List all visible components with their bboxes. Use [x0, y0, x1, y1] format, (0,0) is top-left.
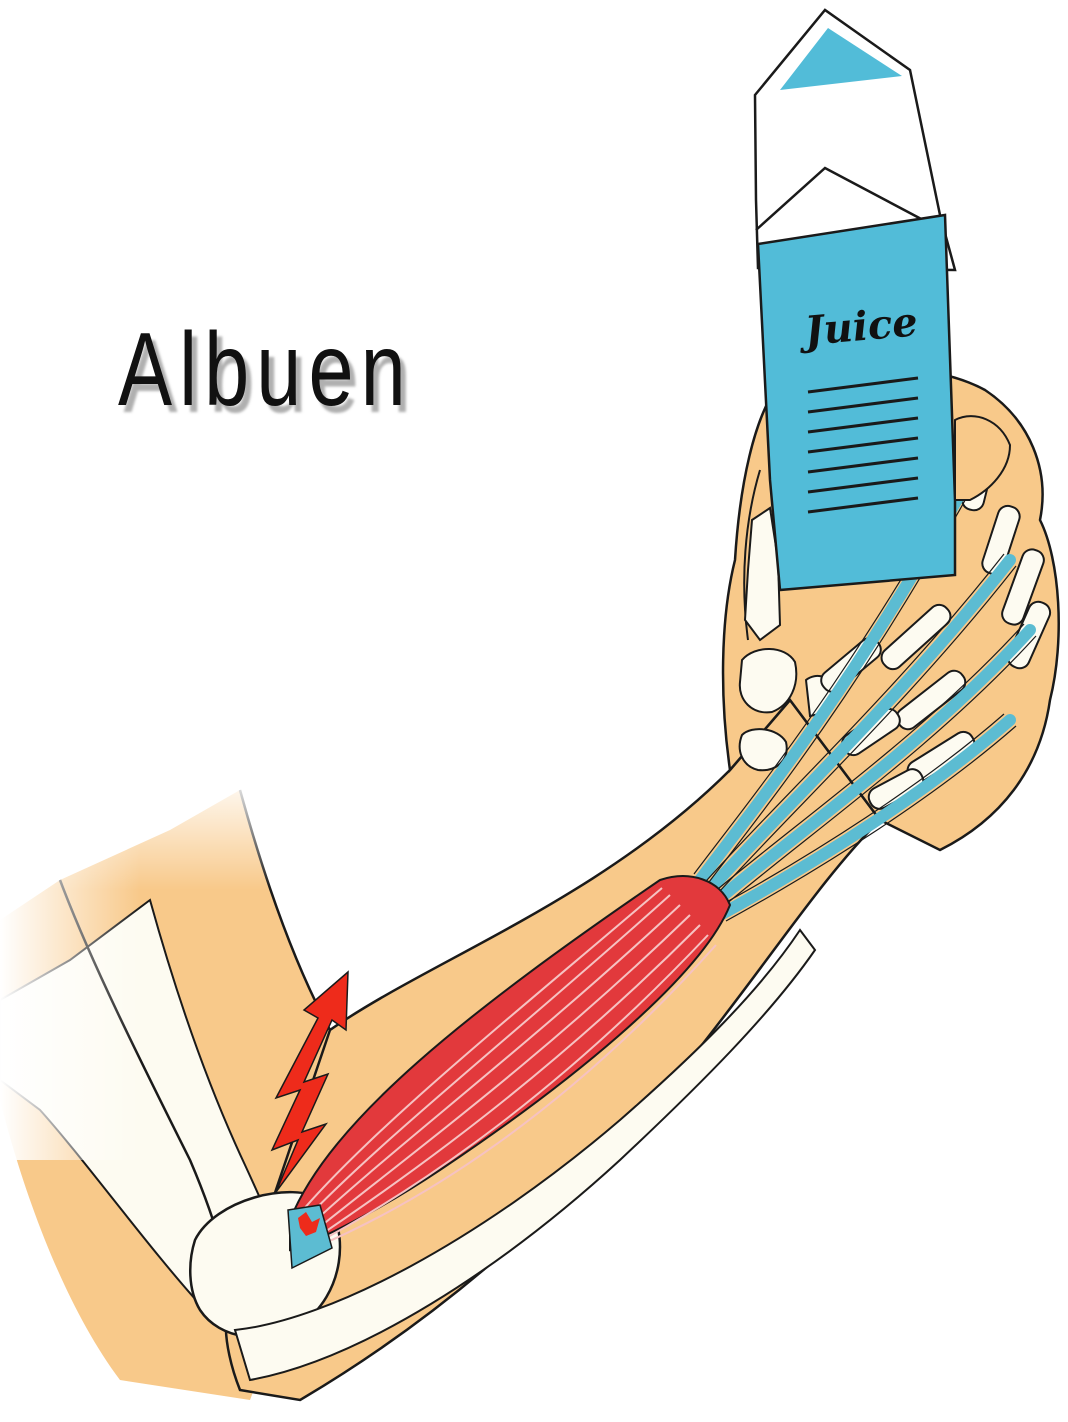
carpal-bone-4	[740, 729, 787, 770]
carton-body	[758, 215, 955, 590]
juice-carton: Juice	[755, 10, 955, 590]
diagram-title: Albuen	[118, 318, 413, 422]
fade-top	[0, 770, 360, 890]
